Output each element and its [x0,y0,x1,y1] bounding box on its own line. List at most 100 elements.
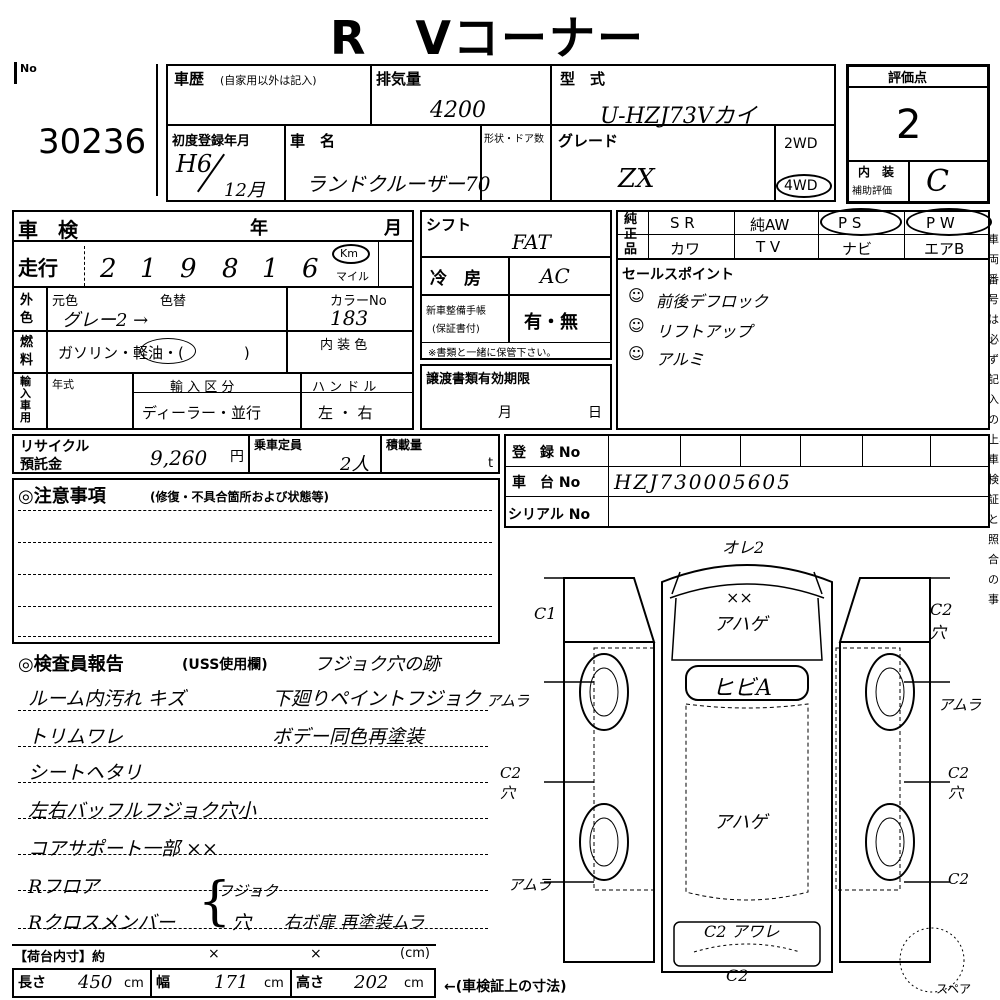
grade-value: ZX [618,164,655,194]
diagram-c2-hole: C2 穴 [930,600,953,642]
vehicle-info-box [166,64,836,202]
color-no-label: カラーNo [330,294,387,309]
recycle-amount: 9,260 [150,446,208,470]
reg-no-label: 登 録 No [512,445,581,461]
mark-icon: ☺ [628,316,645,335]
capacity-label: 乗車定員 [254,438,303,452]
equip-tv: T V [756,238,781,256]
serial-no-label: シリアル No [508,507,591,523]
diagram-amura-left: アムラ [486,692,530,710]
lot-number: 30236 [38,122,147,162]
width-label: 幅 [156,975,170,991]
grade-label: グレード [558,132,619,150]
mileage-digit-1: 2 [100,254,117,284]
shift-value: FAT [512,230,551,254]
shift-label: シフト [426,216,472,234]
mileage-label: 走行 [18,256,58,280]
report-bracket: { [198,872,232,932]
report-bracket-text: フジョク [218,882,279,900]
diagram-c2-hole-right: C2 穴 [948,764,970,802]
diagram-xx: ×× [726,588,753,607]
recycle-label2: 預託金 [20,457,62,473]
model-value: U-HZJ73Vカイ [600,104,757,129]
report-line-4: 左右バッフルフジョク穴小 [28,800,257,822]
recycle-label: リサイクル [20,439,90,455]
year-model-label: 年式 [52,378,74,391]
report-right-1: 下廻りペイントフジョク [272,688,482,710]
interior-color-label: 内 装 色 [320,338,368,353]
import-side-label: 輸 入 車 用 [20,375,31,424]
registration-box [504,434,990,528]
sales-point-1: 前後デフロック [656,292,769,311]
mile-label: マイル [336,270,369,283]
length-value: 450 [78,972,113,993]
notes-label: ◎注意事項 [18,486,106,507]
transfer-day: 日 [588,405,602,421]
interior-grade: C [926,164,949,199]
diagram-c2-midright: C2 [948,870,970,888]
report-tail: 右ボ扉 再塗装ムラ [284,913,425,933]
manual-label: 新車整備手帳 [426,306,486,317]
load-unit: t [488,456,494,471]
sales-point-2: リフトアップ [656,322,753,341]
first-reg-label: 初度登録年月 [172,134,251,149]
recycle-yen: 円 [230,449,244,465]
displacement-label: 排気量 [376,70,422,88]
equip-sr: S R [670,214,695,232]
chassis-no-value: HZJ730005605 [614,470,792,494]
drive-2wd: 2WD [784,136,818,152]
report-sub: (USS使用欄) [182,657,268,673]
diagram-roof: アハゲ [714,812,768,833]
repaint-label: 色替 [160,294,187,309]
transfer-month: 月 [498,405,512,421]
width-unit: cm [264,976,284,991]
page-title: R Vコーナー [330,11,646,65]
color-side-label: 外 色 [20,293,34,326]
ac-label: 冷 房 [430,269,481,289]
report-line-3: シートヘタリ [28,762,143,784]
equipment-side-label: 純正品 [624,212,638,257]
transfer-box [420,364,612,430]
interior-sub: 補助評価 [852,186,892,197]
report-line-6: Rフロア [28,876,100,898]
diagram-top: オレ2 [722,538,765,557]
original-color-label: 元色 [52,294,79,309]
diagram-amura-bottom: アムラ [508,876,552,894]
shape-door-label: 形状・ドア数 [484,134,544,145]
cargo-label: 【荷台内寸】約 [14,950,106,965]
report-label: ◎検査員報告 [18,654,124,675]
chassis-no-label: 車 台 No [512,475,581,491]
capacity-value: 2人 [340,454,370,475]
notes-box [12,478,500,644]
report-line-1: ルーム内汚れ キズ [28,688,186,710]
mileage-digit-2: 1 [140,254,157,284]
shaken-label: 車 検 [18,218,78,242]
sales-points-label: セールスポイント [622,267,734,283]
equipment-box [616,210,990,430]
diagram-hood: アハゲ [714,614,768,635]
height-label: 高さ [296,975,324,991]
diagram-bottom: C2 [726,966,749,985]
notes-sub: (修復・不具合箇所および状態等) [150,490,329,504]
manual-sub: (保証書付) [432,324,480,335]
manual-options: 有・無 [524,312,578,333]
evaluation-score: 2 [896,102,922,148]
cargo-cm: (cm) [400,946,430,961]
car-diagram [544,564,965,993]
ac-value: AC [540,264,570,288]
cargo-x1: × [208,946,220,962]
dimensions-box [12,968,436,998]
diagram-amura-right: アムラ [938,696,982,714]
history-note: (自家用以外は記入) [220,74,317,87]
height-value: 202 [354,972,389,993]
diagram-rear: C2 アワレ [704,922,780,941]
handle-label: ハ ン ド ル [312,380,377,395]
model-label: 型 式 [560,70,606,88]
first-reg-year: H6 [176,150,213,178]
inspection-box [12,210,414,430]
lot-no-label: No [20,62,37,75]
mark-icon: ☺ [628,344,645,363]
report-line-2: トリムワレ [28,726,124,748]
diagram-spare: スペア [936,982,972,996]
equip-aw: 純AW [750,216,790,234]
